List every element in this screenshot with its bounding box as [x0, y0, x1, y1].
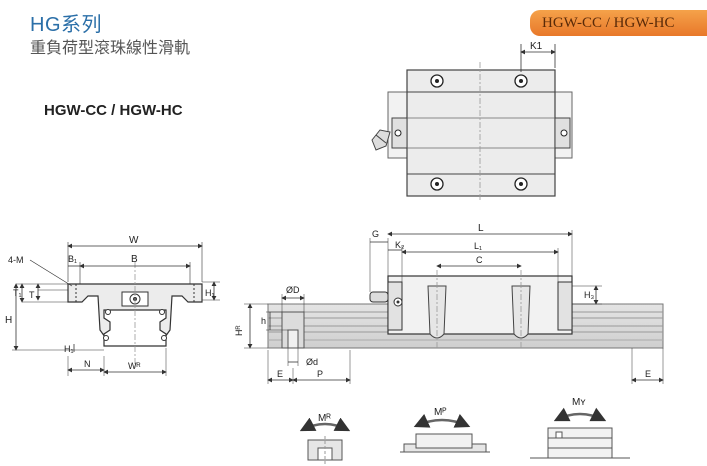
dim-h1-right: H₁	[205, 288, 215, 298]
dim-h: H	[5, 315, 12, 326]
dim-b: B	[131, 254, 138, 265]
dim-w: W	[129, 235, 139, 246]
moment-mr-icon: Mᴿ	[299, 413, 351, 466]
label-mp: Mᴾ	[434, 407, 447, 418]
dim-e-right: E	[645, 369, 651, 379]
dim-od-top: ØD	[286, 285, 300, 295]
dim-hr: Hᴿ	[234, 325, 244, 336]
dim-l: L	[478, 223, 484, 234]
dim-wr: Wᴿ	[128, 361, 141, 371]
dim-n: N	[84, 359, 91, 369]
label-mr: Mᴿ	[318, 413, 331, 424]
dim-h1-bottom: H₁	[64, 344, 74, 354]
dim-l1: L₁	[474, 241, 482, 251]
top-block	[406, 69, 556, 197]
dim-t: T	[29, 290, 35, 300]
side-grease-nipple-icon	[369, 291, 389, 303]
series-subtitle: 重負荷型滾珠線性滑軌	[30, 38, 191, 57]
moment-mp-icon: Mᴾ	[400, 407, 490, 453]
side-block	[387, 275, 573, 335]
top-view: K1	[371, 41, 573, 202]
dim-h-small: h	[261, 316, 266, 326]
dim-k1: K1	[530, 41, 543, 52]
dim-k2: K₂	[395, 240, 405, 250]
moment-my-icon: Mʏ	[530, 397, 630, 459]
front-view: W B₁ B 4-M T₁ T H	[5, 235, 220, 376]
grease-nipple-icon	[371, 129, 391, 151]
dim-b1: B₁	[68, 254, 77, 264]
dim-c: C	[476, 255, 483, 265]
series-title: HG系列	[30, 14, 102, 36]
top-mounting-holes	[394, 74, 568, 191]
dim-4m: 4-M	[8, 255, 24, 265]
dim-e-left: E	[277, 369, 283, 379]
dim-h3: H₃	[584, 290, 594, 300]
side-view: G L K₂ L₁ C H₃ ØD	[234, 223, 664, 384]
model-heading: HGW-CC / HGW-HC	[44, 102, 183, 119]
dim-od-bottom: Ød	[306, 357, 318, 367]
label-my: Mʏ	[572, 397, 586, 408]
dim-p: P	[317, 369, 323, 379]
model-badge: HGW-CC / HGW-HC	[530, 10, 707, 36]
dim-g: G	[372, 229, 379, 239]
dim-t1: T₁	[13, 288, 22, 298]
